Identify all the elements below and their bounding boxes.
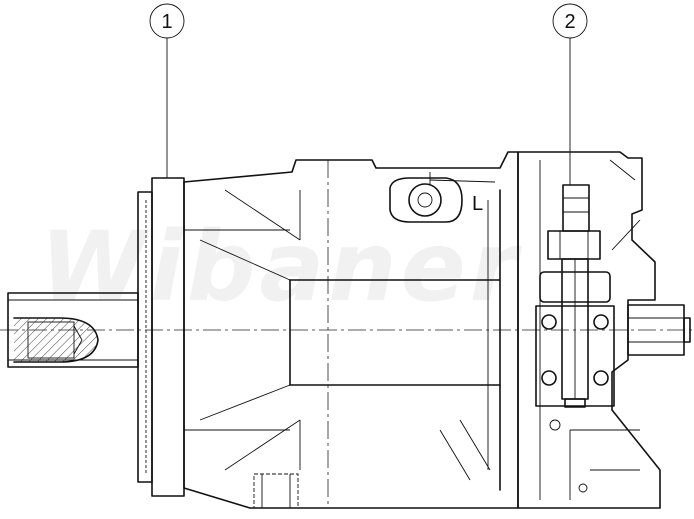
shaft-hatched-section: [14, 318, 98, 362]
housing-outline: [183, 151, 519, 509]
adjusting-screw: [562, 184, 590, 232]
callout-1-label: 1: [161, 11, 172, 33]
end-cover-outline: [517, 151, 661, 509]
valve-bolt-4: [593, 370, 609, 386]
valve-bolt-3: [541, 370, 557, 386]
end-cover: [517, 151, 661, 509]
port-boss: [389, 177, 463, 223]
port-l: L: [389, 177, 483, 223]
side-fitting: [627, 304, 691, 356]
valve-bolt-1: [541, 314, 557, 330]
callout-1: 1: [149, 3, 185, 178]
lock-nut: [547, 230, 601, 260]
drain-plug: [253, 473, 299, 509]
callout-2: 2: [552, 3, 588, 185]
pump-housing: [183, 151, 519, 509]
valve-bolt-2: [593, 314, 609, 330]
port-bore: [408, 183, 442, 217]
shaft-thread-hole: [27, 321, 75, 359]
drive-shaft: [7, 292, 139, 368]
callout-2-label: 2: [564, 11, 575, 33]
port-l-label: L: [472, 193, 483, 215]
regulator-valve: [535, 184, 615, 408]
